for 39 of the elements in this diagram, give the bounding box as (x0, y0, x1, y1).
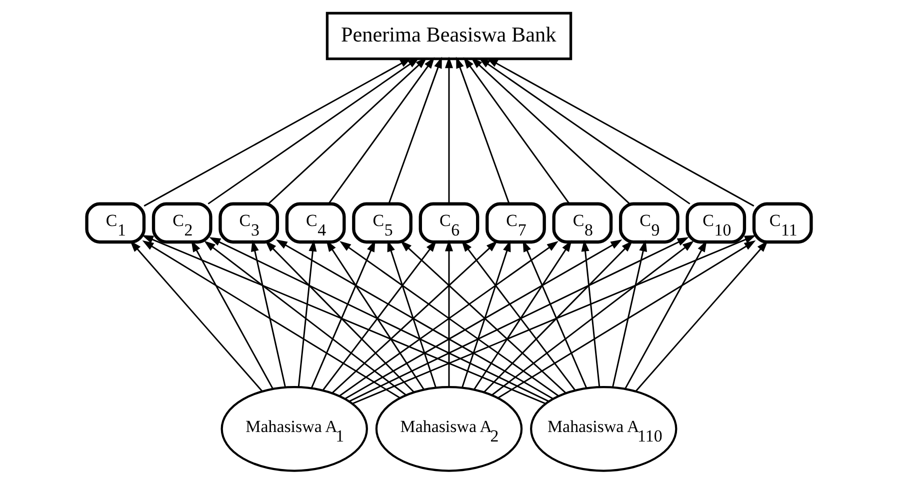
arrow (461, 240, 511, 388)
arrow (310, 240, 376, 388)
arrow (142, 240, 401, 398)
arrow (250, 239, 286, 387)
arrow (144, 57, 412, 206)
arrow (470, 56, 630, 204)
arrow (298, 239, 317, 387)
arrow (265, 240, 414, 392)
arrow (328, 56, 435, 204)
arrow (635, 240, 768, 391)
arrow (624, 240, 707, 388)
arrow (268, 56, 428, 204)
arrow (484, 240, 633, 392)
arrow (348, 236, 689, 402)
arrow (332, 240, 498, 393)
arrow (387, 240, 437, 388)
arrow (142, 234, 546, 404)
arrow (444, 239, 454, 386)
arrow (388, 56, 442, 204)
arrow (400, 240, 566, 393)
arrow (486, 57, 754, 206)
arrow (276, 239, 554, 399)
arrow (478, 57, 690, 204)
arrow (444, 56, 454, 204)
arrow (204, 240, 407, 396)
arrow (612, 239, 648, 387)
arrow (456, 56, 510, 204)
arrow (208, 57, 420, 204)
arrow (191, 240, 274, 388)
arrow (209, 236, 550, 402)
arrow (463, 56, 570, 204)
arrow (491, 240, 694, 396)
arrow (522, 240, 588, 388)
arrow (130, 240, 263, 391)
arrow (344, 239, 622, 399)
arrow (497, 240, 756, 398)
arrow (352, 234, 756, 404)
node-box: Penerima Beasiswa Bank (326, 11, 572, 60)
arrow (581, 239, 600, 387)
